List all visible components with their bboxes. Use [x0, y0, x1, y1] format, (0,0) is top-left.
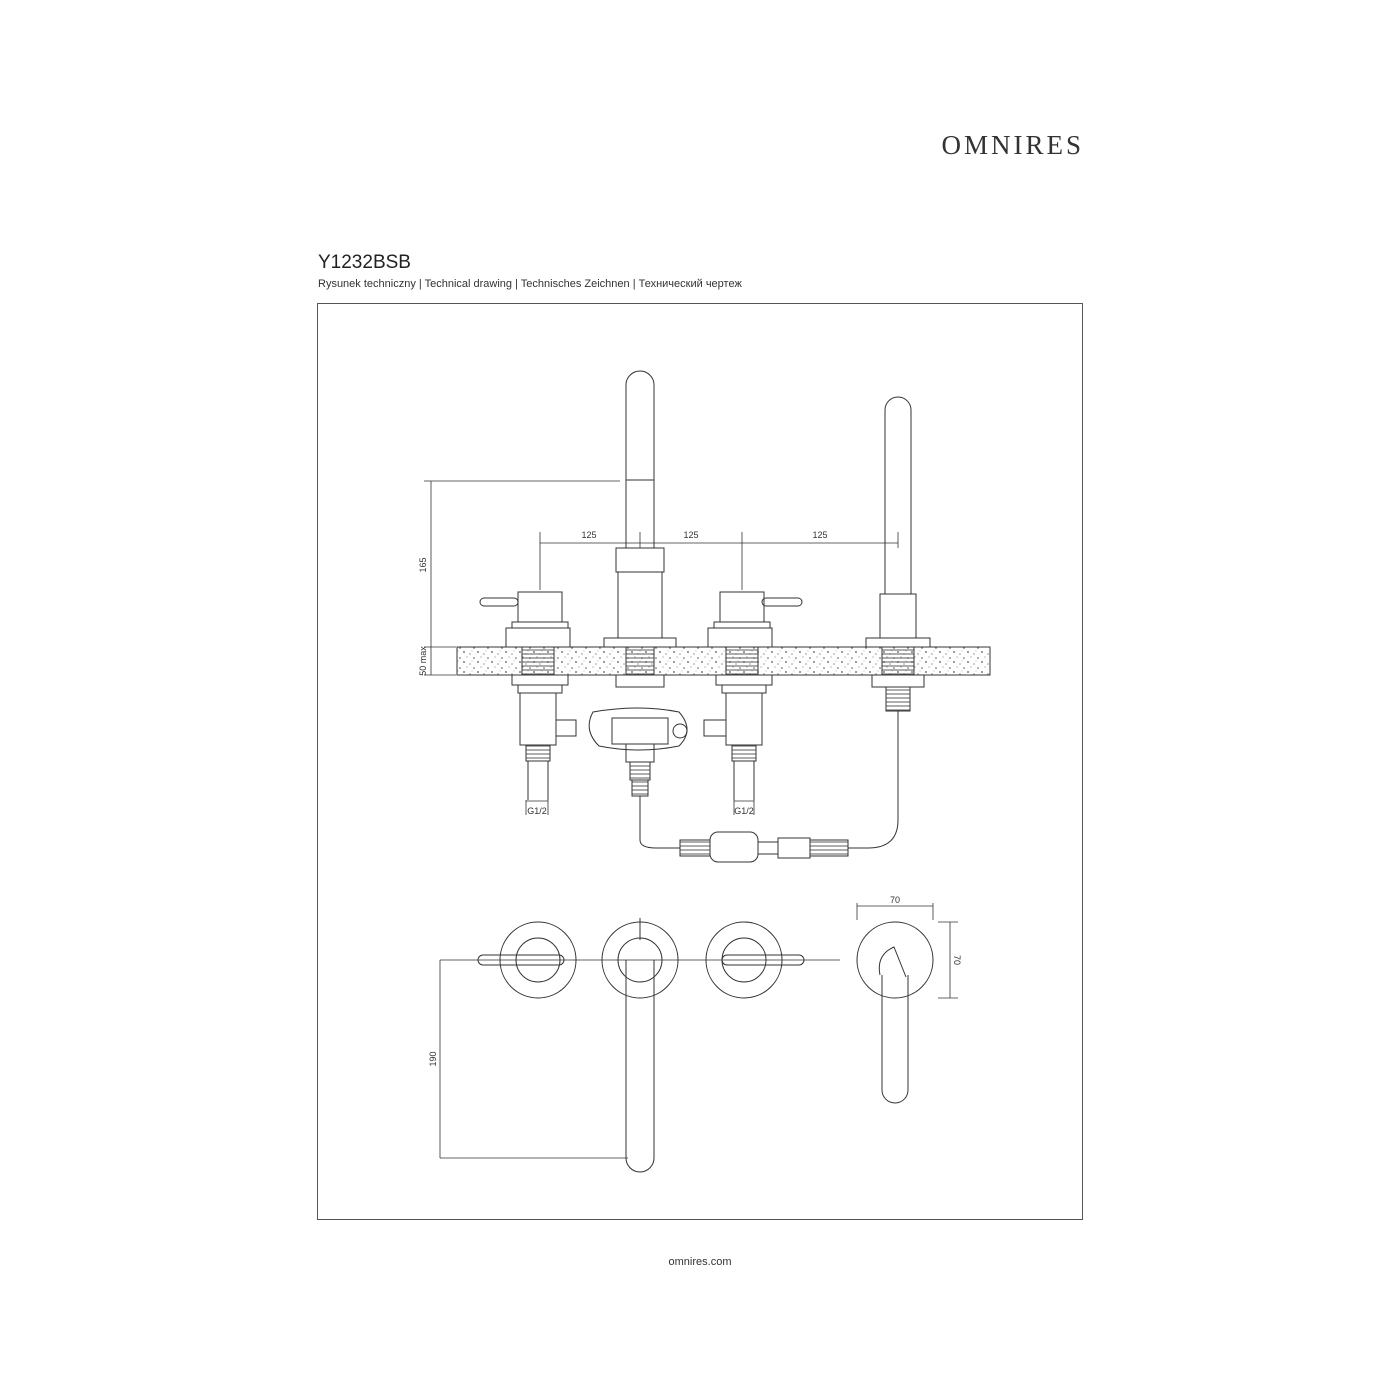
dim-plate-height: 70 — [952, 955, 962, 965]
footer-website: omnires.com — [668, 1256, 732, 1268]
spout — [588, 370, 688, 840]
shower-hose — [639, 831, 849, 863]
dim-spacing-1: 125 — [581, 530, 596, 540]
dim-thread-left: G1/2 — [527, 806, 547, 816]
dim-thread-right: G1/2 — [734, 806, 754, 816]
dim-spout-reach: 190 — [428, 1051, 438, 1066]
brand-logo: OMNIRES — [941, 130, 1084, 160]
right-valve — [703, 591, 803, 800]
model-number: Y1232BSB — [318, 252, 411, 273]
top-view — [439, 903, 958, 1173]
left-valve — [479, 591, 577, 800]
dim-plate-width: 70 — [890, 895, 900, 905]
drawing-subtitle: Rysunek techniczny | Technical drawing |… — [318, 278, 742, 290]
dim-height: 165 — [418, 557, 428, 572]
dim-spacing-2: 125 — [683, 530, 698, 540]
dim-spacing-3: 125 — [812, 530, 827, 540]
hand-shower — [848, 396, 931, 849]
dim-deck-thickness: 50 max — [418, 646, 428, 676]
drawing-frame — [317, 303, 1083, 1220]
dimension-lines — [424, 480, 899, 815]
